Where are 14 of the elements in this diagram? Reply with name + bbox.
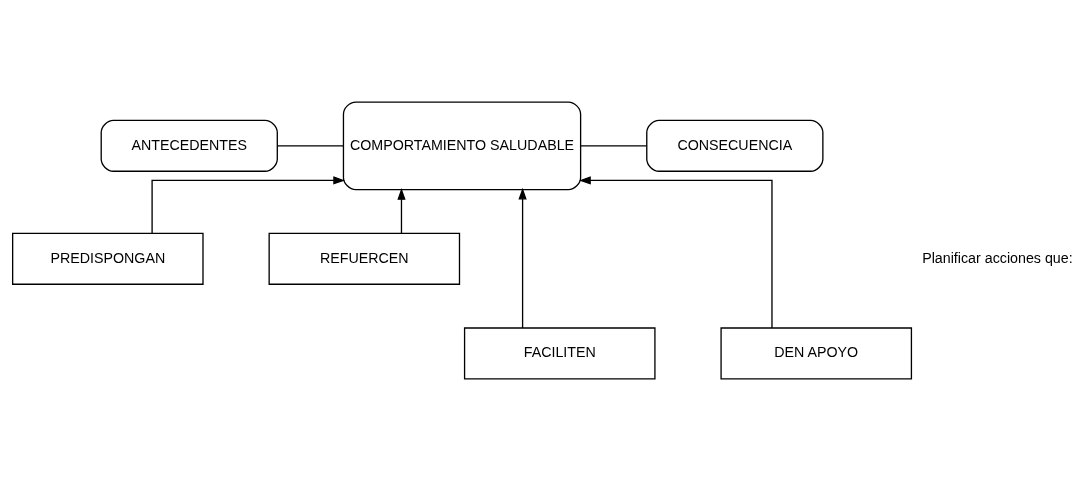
node-box: PREDISPONGAN: [12, 232, 204, 285]
arrow: [579, 175, 773, 329]
node-box: COMPORTAMIENTO SALUDABLE: [342, 100, 582, 190]
connector: [580, 144, 648, 146]
node-box: REFUERCEN: [268, 232, 461, 285]
arrow: [151, 175, 346, 234]
node-box: CONSECUENCIA: [646, 119, 824, 172]
label: Planificar acciones que:: [922, 249, 1073, 266]
connector: [276, 144, 344, 146]
node-box: ANTECEDENTES: [100, 119, 278, 172]
node-box: FACILITEN: [463, 326, 656, 380]
node-box: DEN APOYO: [720, 326, 913, 380]
arrow: [397, 187, 406, 234]
arrow: [518, 187, 527, 329]
